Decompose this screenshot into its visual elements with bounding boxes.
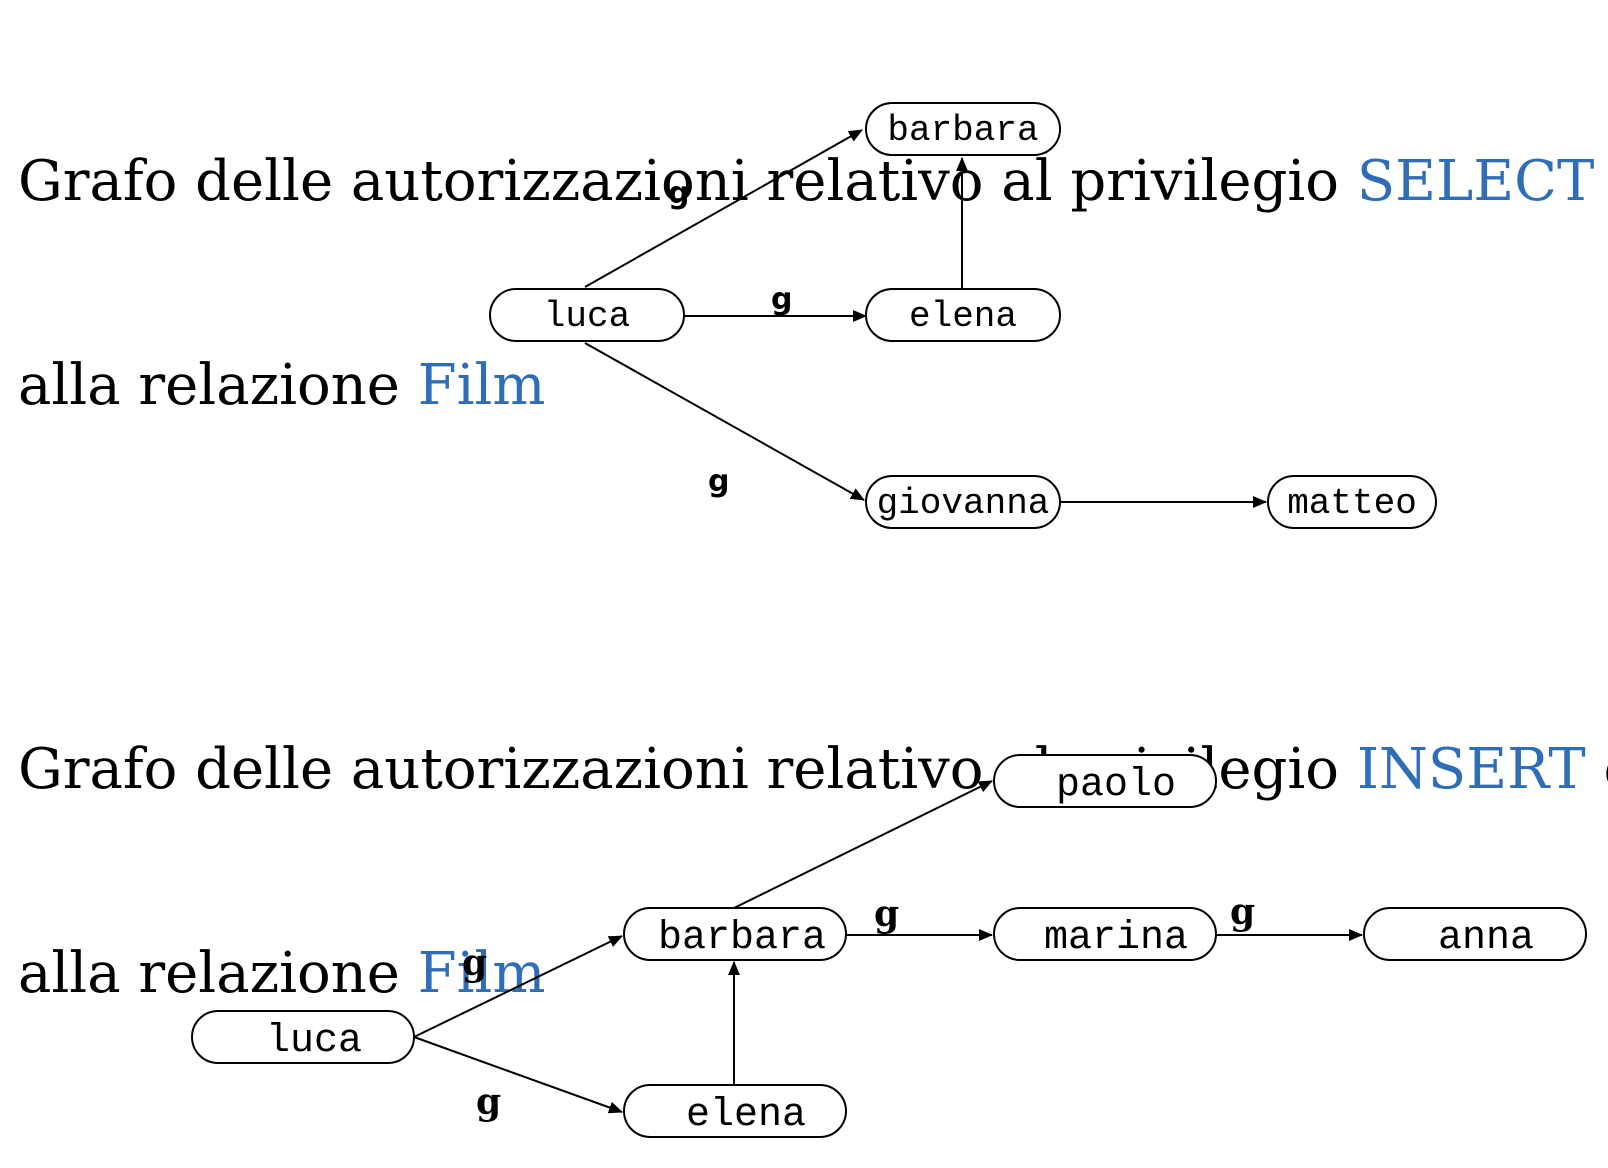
insert-node-luca: luca: [191, 1010, 415, 1064]
select-title-line1: Grafo delle autorizzazioni relativo al p…: [18, 148, 1608, 216]
insert-edge-luca-barbara: [413, 935, 623, 1038]
insert-grant-label-marina-anna: g: [1230, 891, 1255, 933]
insert-grant-label-luca-barbara: g: [462, 942, 487, 984]
insert-node-label-marina: marina: [1044, 916, 1188, 961]
insert-relation-prefix: alla relazione: [18, 941, 418, 1006]
insert-node-barbara: barbara: [623, 907, 847, 961]
insert-edge-luca-elena: [413, 1036, 623, 1114]
insert-node-label-paolo: paolo: [1056, 763, 1176, 808]
select-node-matteo: matteo: [1267, 475, 1437, 529]
select-edge-luca-barbara: [584, 129, 863, 288]
select-edge-luca-giovanna: [584, 342, 865, 501]
insert-node-marina: marina: [993, 907, 1217, 961]
insert-node-label-elena: elena: [686, 1093, 806, 1138]
select-grant-label-luca-elena: g: [771, 282, 792, 317]
insert-grant-label-barbara-marina: g: [874, 893, 899, 935]
select-graph-edges: [584, 129, 1267, 508]
select-node-giovanna: giovanna: [865, 475, 1061, 529]
select-grant-label-luca-barbara: g: [668, 176, 689, 211]
select-node-label-elena: elena: [909, 296, 1017, 337]
insert-node-paolo: paolo: [993, 754, 1217, 808]
select-title-line2: alla relazione Film: [18, 352, 1608, 420]
select-node-label-barbara: barbara: [887, 110, 1038, 151]
insert-node-elena: elena: [623, 1084, 847, 1138]
insert-relation-name: Film: [417, 941, 546, 1006]
insert-graph-edges: [413, 780, 1363, 1114]
insert-node-label-luca: luca: [266, 1019, 362, 1064]
insert-graph-grant-labels: g g g g: [462, 891, 1255, 1123]
select-node-elena: elena: [865, 288, 1061, 342]
insert-title-suffix: e: [1586, 737, 1608, 802]
insert-privilege-name: INSERT: [1356, 737, 1586, 802]
select-node-luca: luca: [489, 288, 685, 342]
select-relation-name: Film: [417, 353, 546, 418]
select-node-label-giovanna: giovanna: [877, 483, 1050, 524]
select-graph-title: Grafo delle autorizzazioni relativo al p…: [18, 12, 1608, 488]
select-relation-prefix: alla relazione: [18, 353, 418, 418]
insert-node-anna: anna: [1363, 907, 1587, 961]
select-title-prefix: Grafo delle autorizzazioni relativo al p…: [18, 149, 1357, 214]
select-privilege-name: SELECT: [1356, 149, 1595, 214]
insert-edge-barbara-paolo: [733, 780, 993, 909]
select-grant-label-luca-giovanna: g: [708, 464, 729, 499]
insert-node-label-anna: anna: [1438, 916, 1534, 961]
select-node-barbara: barbara: [865, 102, 1061, 156]
insert-title-line2: alla relazione Film: [18, 940, 1608, 1008]
insert-node-label-barbara: barbara: [658, 916, 826, 961]
insert-grant-label-luca-elena: g: [476, 1081, 501, 1123]
select-graph-grant-labels: g g g: [668, 176, 792, 499]
select-node-label-matteo: matteo: [1287, 483, 1417, 524]
select-node-label-luca: luca: [544, 296, 630, 337]
